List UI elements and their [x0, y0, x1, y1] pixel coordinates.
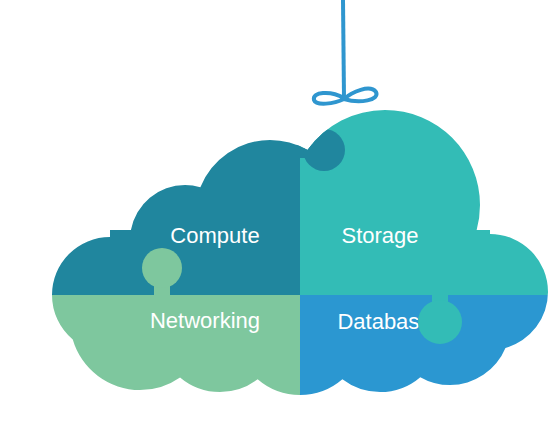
tab-knob: [142, 248, 182, 288]
piece-label: Compute: [170, 223, 259, 249]
piece-fill: [0, 248, 300, 427]
hang-hole: [343, 104, 352, 113]
piece-body: [300, 0, 560, 295]
piece-label: Networking: [150, 308, 260, 334]
piece-fill: [0, 0, 345, 295]
piece-fill: [300, 0, 560, 344]
puzzle-piece: Networking: [0, 295, 300, 427]
piece-label: Storage: [341, 223, 418, 249]
piece-body: [0, 295, 300, 427]
piece-body: [300, 295, 560, 427]
tab-knob: [418, 300, 462, 344]
piece-body: [0, 0, 300, 295]
tab-knob: [303, 129, 345, 171]
piece-shape: [0, 0, 300, 295]
string-line: [343, 0, 344, 98]
piece-fill: [300, 295, 560, 427]
puzzle-piece: Compute: [0, 0, 300, 295]
string-bow: [314, 89, 377, 104]
